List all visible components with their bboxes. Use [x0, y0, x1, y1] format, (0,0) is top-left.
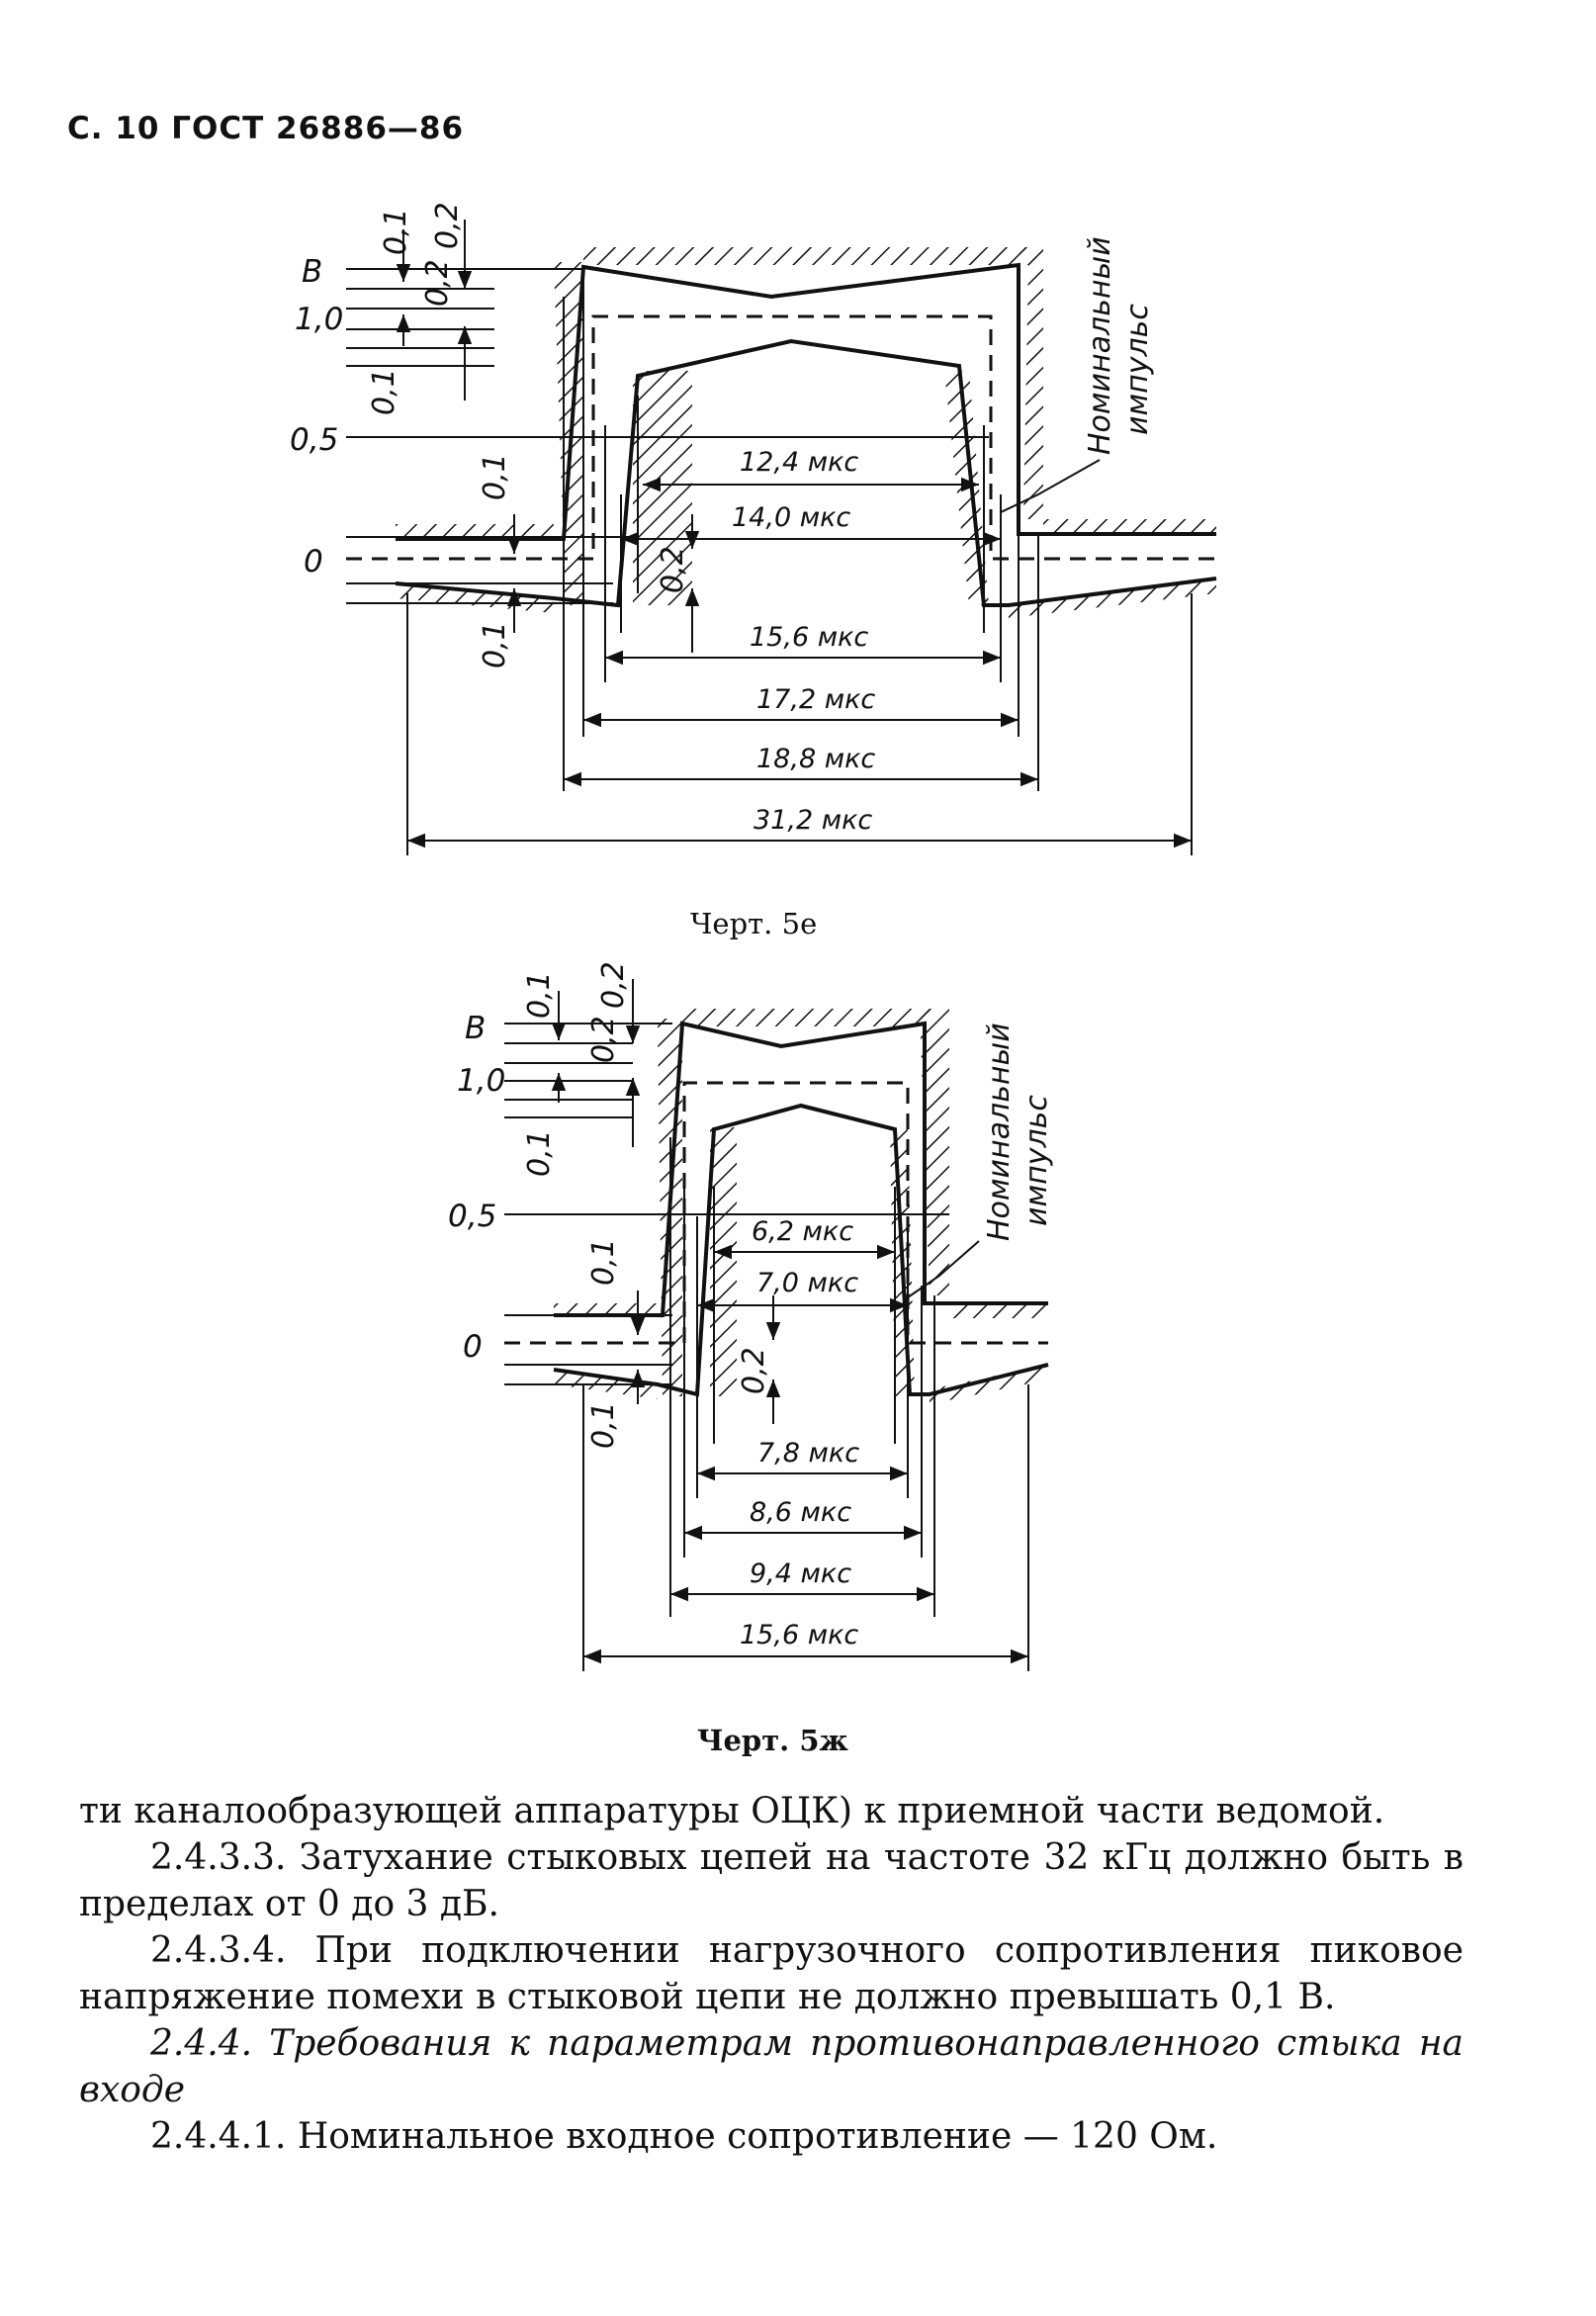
dimension-label: 14,0 мкс: [732, 502, 850, 533]
dimension-label: 18,8 мкс: [756, 744, 875, 774]
tol-label: 0,1: [586, 1238, 621, 1286]
paragraph: 2.4.4.1. Номинальное входное сопротивлен…: [150, 2116, 1218, 2157]
axis-tick-0: 0: [304, 544, 323, 579]
tol-label: 0,2: [737, 1347, 771, 1394]
axis-tick-05: 0,5: [448, 1199, 496, 1234]
axis-tick-05: 0,5: [290, 422, 338, 458]
paragraph: 2.4.3.4. При подключении нагрузочного со…: [79, 1930, 1463, 2017]
figure-caption-5e: Черт. 5е: [690, 907, 818, 940]
axis-tick-1: 1,0: [295, 302, 343, 337]
axis-tick-1: 1,0: [457, 1063, 505, 1099]
tol-label: 0,1: [586, 1401, 621, 1449]
tol-label: 0,1: [478, 453, 512, 500]
nominal-pulse-label: Номинальный: [1083, 236, 1117, 455]
tol-label: 0,2: [420, 259, 455, 307]
dimension-label: 7,8 мкс: [757, 1438, 859, 1469]
dimension-label: 15,6 мкс: [750, 622, 868, 653]
paragraph: ти каналообразующей аппаратуры ОЦК) к пр…: [79, 1791, 1385, 1831]
nominal-pulse-label: импульс: [1020, 1095, 1054, 1226]
tol-label: 0,1: [379, 208, 413, 255]
figure-5e: В 1,0 0,5 0 0,1 0,2 0,2 0,1 0,1 0,2 0,1 …: [290, 202, 1217, 855]
dimension-label: 7,0 мкс: [756, 1268, 858, 1298]
tol-label: 0,1: [478, 621, 512, 668]
tol-label: 0,2: [596, 961, 631, 1009]
nominal-pulse-label: импульс: [1120, 304, 1155, 435]
tol-label: 0,1: [522, 971, 557, 1019]
page-header: С. 10 ГОСТ 26886—86: [67, 111, 465, 146]
figure-5zh: В 1,0 0,5 0 0,1 0,2 0,2 0,1 0,1 0,2 0,1 …: [448, 961, 1054, 1671]
tol-label: 0,2: [656, 546, 690, 593]
figure-caption-5zh: Черт. 5ж: [697, 1724, 848, 1757]
section-heading: 2.4.4. Требования к параметрам противона…: [79, 2023, 1463, 2110]
dimension-label: 9,4 мкс: [750, 1559, 851, 1589]
dimension-label: 17,2 мкс: [756, 684, 875, 715]
tol-label: 0,2: [586, 1016, 621, 1063]
body-text: ти каналообразующей аппаратуры ОЦК) к пр…: [79, 1788, 1463, 2160]
dimension-label: 15,6 мкс: [740, 1620, 858, 1650]
axis-unit: В: [465, 1011, 486, 1046]
dimension-label: 8,6 мкс: [750, 1497, 851, 1528]
paragraph: 2.4.3.3. Затухание стыковых цепей на час…: [79, 1837, 1463, 1924]
axis-tick-0: 0: [463, 1329, 483, 1365]
dimension-label: 6,2 мкс: [752, 1216, 853, 1247]
nominal-pulse-label: Номинальный: [982, 1023, 1017, 1241]
axis-unit: В: [302, 254, 322, 290]
dimension-label: 12,4 мкс: [740, 447, 858, 478]
tol-label: 0,1: [522, 1129, 557, 1177]
tol-label: 0,2: [430, 202, 465, 249]
dimension-label: 31,2 мкс: [754, 805, 872, 836]
tol-label: 0,1: [367, 368, 401, 415]
